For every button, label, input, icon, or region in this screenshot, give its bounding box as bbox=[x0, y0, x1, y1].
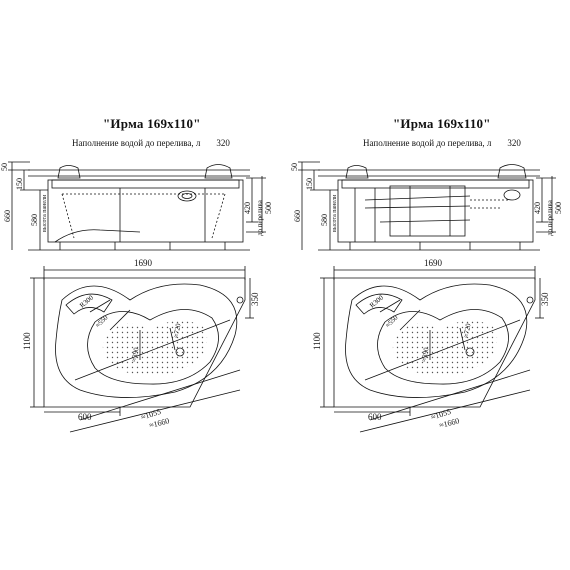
left-dim-580: 580 bbox=[30, 214, 39, 226]
left-side-dim-labels: 50 150 660 580 высота панели 420 500 до … bbox=[0, 163, 273, 236]
left-width-1690: 1690 bbox=[134, 258, 153, 268]
right-dim-350: 350 bbox=[540, 292, 550, 306]
right-panel-label: высота панели bbox=[332, 194, 338, 232]
left-dim-50: 50 bbox=[0, 163, 9, 171]
left-fill-label: Наполнение водой до перелива, л bbox=[72, 138, 201, 148]
right-width-1690: 1690 bbox=[424, 258, 443, 268]
right-dim-600: 600 bbox=[368, 412, 382, 422]
left-title: "Ирма 169x110" bbox=[103, 116, 201, 131]
left-panel-label: высота панели bbox=[42, 194, 48, 232]
left-dim-150: 150 bbox=[15, 178, 24, 190]
right-sheet: 50 150 660 580 высота панели 420 500 до … bbox=[290, 161, 563, 433]
right-dim-660: 660 bbox=[293, 210, 302, 222]
right-dim-150: 150 bbox=[305, 178, 314, 190]
left-plan-view bbox=[30, 266, 254, 433]
left-dim-420: 420 bbox=[243, 202, 252, 214]
right-plan-view bbox=[320, 266, 544, 433]
left-fill-volume: 320 bbox=[216, 138, 230, 148]
left-dim-660: 660 bbox=[3, 210, 12, 222]
right-dim-50: 50 bbox=[290, 163, 299, 171]
left-side-view bbox=[8, 161, 266, 251]
right-side-view bbox=[298, 161, 556, 251]
right-side-dim-labels: 50 150 660 580 высота панели 420 500 до … bbox=[290, 163, 563, 236]
right-r550: ≈550 bbox=[384, 313, 400, 329]
right-fill-note: Наполнение водой до перелива, л 320 bbox=[363, 138, 521, 148]
left-r720: ≈720 bbox=[172, 322, 182, 338]
right-overflow-label: до перелива bbox=[546, 199, 554, 236]
right-title: "Ирма 169x110" bbox=[393, 116, 491, 131]
right-fill-volume: 320 bbox=[507, 138, 521, 148]
right-dim-500: 500 bbox=[554, 202, 563, 214]
left-r550: ≈550 bbox=[94, 313, 110, 329]
right-fill-label: Наполнение водой до перелива, л bbox=[363, 138, 492, 148]
left-sheet: 50 150 660 580 высота панели 420 500 до … bbox=[0, 161, 273, 433]
left-dim-600: 600 bbox=[78, 412, 92, 422]
right-r720: ≈720 bbox=[462, 322, 472, 338]
right-dim-420: 420 bbox=[533, 202, 542, 214]
left-dim-350: 350 bbox=[250, 292, 260, 306]
right-height-1100: 1100 bbox=[312, 332, 322, 350]
left-overflow-label: до перелива bbox=[256, 199, 264, 236]
left-dim-500: 500 bbox=[264, 202, 273, 214]
right-dim-580: 580 bbox=[320, 214, 329, 226]
right-r390: ≈390 bbox=[420, 346, 430, 362]
left-fill-note: Наполнение водой до перелива, л 320 bbox=[72, 138, 230, 148]
left-r390: ≈390 bbox=[130, 346, 140, 362]
left-height-1100: 1100 bbox=[22, 332, 32, 350]
